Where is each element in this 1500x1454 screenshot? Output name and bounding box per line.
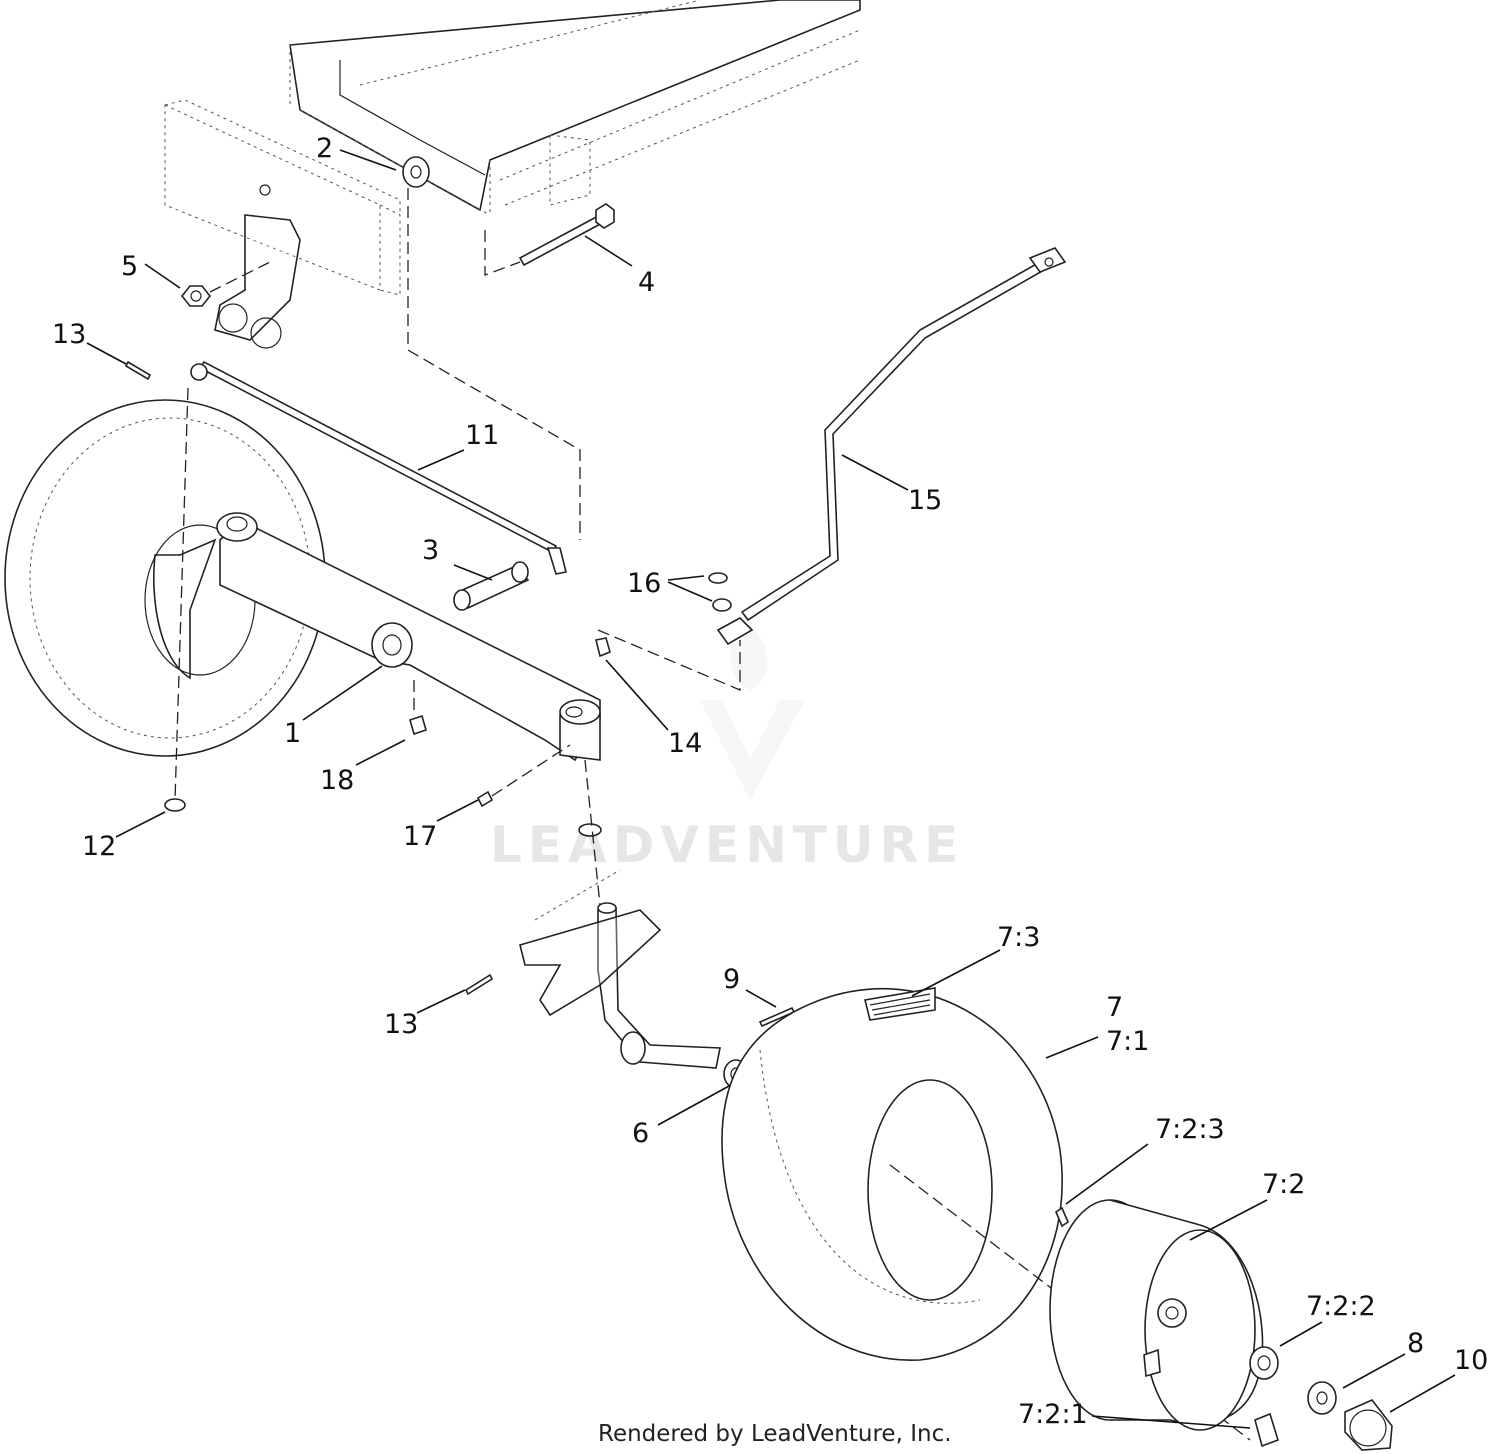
- callout-13-top: 13: [52, 319, 86, 350]
- rod-part-11: [174, 360, 567, 801]
- callout-12: 12: [82, 831, 116, 862]
- callout-7-2: 7:2: [1262, 1169, 1305, 1200]
- nut-part-5: [180, 261, 271, 307]
- callout-13-bottom: 13: [384, 1009, 418, 1040]
- rear-left-wheel: [4, 399, 326, 757]
- bolt-part-4: [484, 203, 615, 276]
- tube-part-3: [453, 561, 530, 611]
- callout-7-2-3: 7:2:3: [1155, 1114, 1225, 1145]
- callout-3: 3: [422, 535, 439, 566]
- pin-part-13-top: [124, 360, 152, 381]
- frame-rail: [289, 0, 861, 216]
- callout-8: 8: [1407, 1328, 1424, 1359]
- washer-part-12: [164, 798, 186, 812]
- fitting-part-17: [476, 744, 571, 808]
- callout-1: 1: [284, 718, 301, 749]
- watermark-logo: [700, 620, 805, 800]
- callout-labels: 2 4 5 13 11 15 3 16 14 1 18 17 12 13 9 6…: [52, 133, 1488, 1430]
- valve-stem-part-7-2-3: [1055, 1206, 1069, 1228]
- rim-part-7-2: [1049, 1199, 1264, 1431]
- bushing-part-2: [402, 156, 581, 540]
- callout-9: 9: [723, 964, 740, 995]
- callout-7-2-2: 7:2:2: [1306, 1291, 1376, 1322]
- tire-part-7: [721, 987, 1251, 1441]
- callout-18: 18: [320, 765, 354, 796]
- callout-14: 14: [668, 728, 702, 759]
- linkage-part-15: [716, 247, 1067, 646]
- bearing-part-7-2-2: [1249, 1346, 1279, 1380]
- callout-2: 2: [316, 133, 333, 164]
- pin-part-13-bottom: [464, 973, 494, 996]
- leader-lines: [86, 149, 1456, 1429]
- washer-part-16: [708, 572, 732, 612]
- cap-part-10: [1344, 1399, 1393, 1451]
- callout-7-3: 7:3: [997, 922, 1040, 953]
- axle-part-1: [216, 512, 601, 762]
- callout-16: 16: [627, 568, 661, 599]
- callout-7-2-1: 7:2:1: [1018, 1399, 1088, 1430]
- callout-7: 7: [1106, 992, 1123, 1023]
- valve-part-7-2-1: [1254, 1412, 1279, 1448]
- watermark-text: LEADVENTURE: [490, 816, 964, 874]
- callout-5: 5: [121, 251, 138, 282]
- clip-part-14: [595, 629, 741, 691]
- mounting-bracket: [164, 99, 401, 349]
- washer-part-8: [1307, 1381, 1337, 1415]
- callout-15: 15: [908, 485, 942, 516]
- spindle-fork: [519, 759, 721, 1069]
- footer-credit: Rendered by LeadVenture, Inc.: [598, 1421, 952, 1447]
- callout-7-1: 7:1: [1106, 1026, 1149, 1057]
- callout-17: 17: [403, 821, 437, 852]
- callout-4: 4: [638, 267, 655, 298]
- callout-10: 10: [1454, 1345, 1488, 1376]
- fitting-part-18: [409, 680, 427, 736]
- callout-6: 6: [632, 1118, 649, 1149]
- callout-11: 11: [465, 420, 499, 451]
